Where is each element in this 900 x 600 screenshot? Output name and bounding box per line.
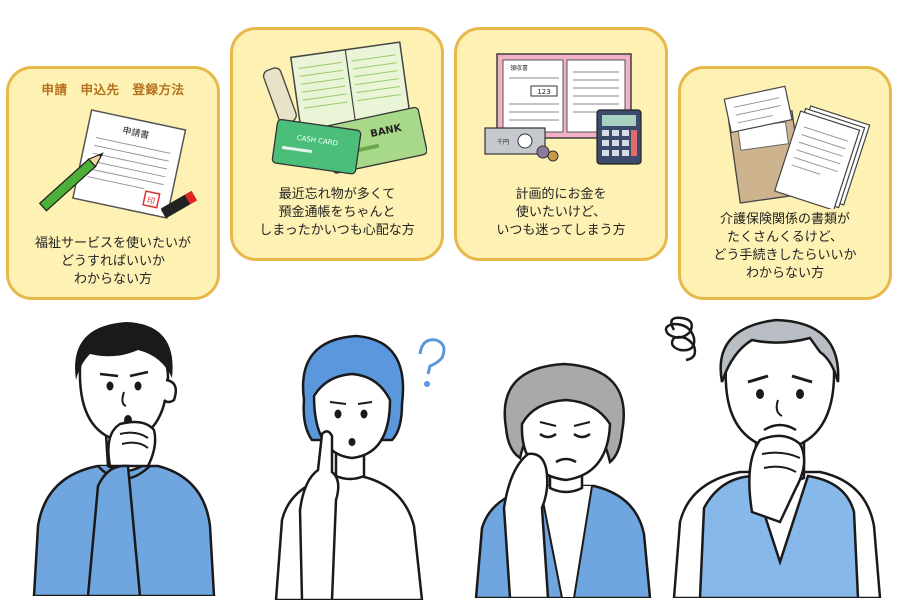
person-older-woman (474, 362, 652, 598)
application-form-illustration: 申請書 印 (38, 109, 198, 219)
info-card-bankbook: BANK CASH CARD 最近忘れ物が多くて 預金通帳をちゃんと しまったか… (230, 27, 444, 261)
dark-hair (75, 322, 173, 380)
card-title: 申請 申込先 登録方法 (41, 82, 185, 97)
pencil-icon (38, 152, 104, 212)
calculator-icon (596, 109, 642, 165)
person-woman (274, 334, 446, 600)
info-card-care-insurance: 介護保険関係の書類が たくさんくるけど、 どう手続きしたらいいか わからない方 (678, 66, 892, 300)
banknote-label: 千円 (497, 138, 509, 146)
coins-icon (536, 145, 559, 162)
card-description: 計画的にお金を 使いたいけど、 いつも迷ってしまう方 (496, 187, 626, 238)
banknote-icon: 千円 (484, 127, 546, 155)
info-card-application: 申請 申込先 登録方法 申請書 印 福祉サービスを使いたいが どうすれ (6, 66, 220, 300)
seal-stamp (142, 190, 161, 209)
application-form-paper (72, 109, 187, 219)
person-elderly-man (664, 316, 882, 598)
documents-illustration (723, 85, 871, 209)
receipt-number: 123 (537, 88, 550, 96)
seal-stamp-label: 印 (146, 196, 156, 206)
gray-hair (719, 318, 840, 383)
card-description: 最近忘れ物が多くて 預金通帳をちゃんと しまったかいつも心配な方 (259, 187, 415, 238)
blue-vest (698, 474, 860, 598)
hand (502, 452, 550, 598)
gray-hair (503, 362, 625, 465)
document-paper (723, 85, 793, 134)
person-young-man (32, 322, 216, 596)
hanko-seal-icon (161, 190, 198, 218)
bankbook-illustration: BANK CASH CARD (262, 41, 427, 175)
receipt-label: 領収書 (510, 64, 528, 72)
household-budget-illustration: 領収書 123 千円 (484, 53, 642, 165)
info-card-money-planning: 領収書 123 千円 (454, 27, 668, 261)
hand (748, 434, 806, 524)
card-description: 介護保険関係の書類が たくさんくるけど、 どう手続きしたらいいか わからない方 (713, 212, 857, 281)
white-sweater (274, 472, 424, 600)
hand (107, 420, 157, 468)
cash-card-icon: CASH CARD (271, 118, 362, 175)
document-stack (773, 110, 861, 209)
hand (298, 430, 340, 600)
confusion-scribble-icon (664, 316, 697, 362)
question-mark-icon (418, 338, 446, 387)
card-description: 福祉サービスを使いたいが どうすればいいか わからない方 (34, 236, 191, 287)
